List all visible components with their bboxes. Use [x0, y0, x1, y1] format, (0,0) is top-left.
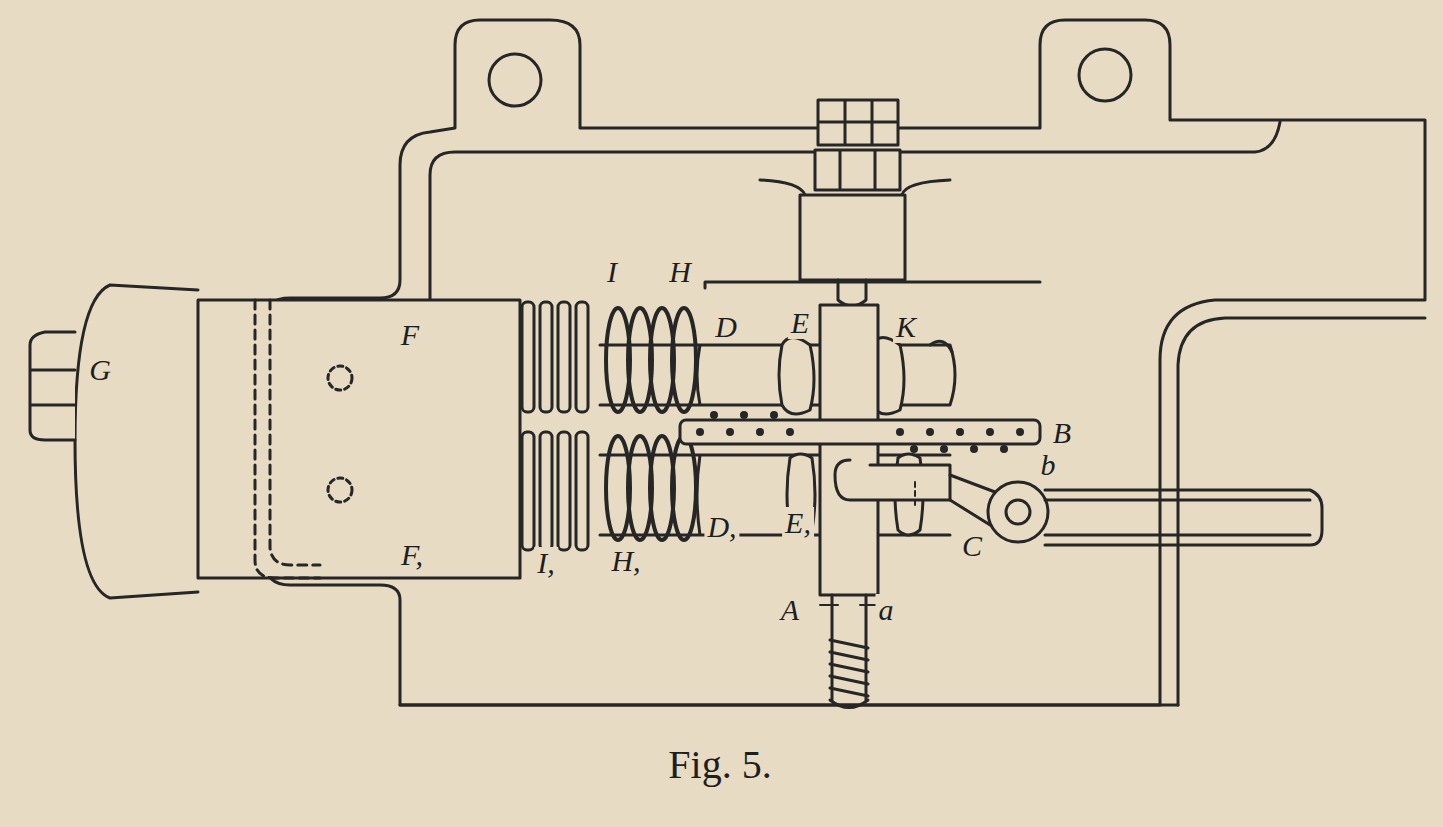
housing-base	[400, 704, 1178, 707]
figure-caption: Fig. 5.	[668, 745, 771, 785]
bearing-block	[800, 195, 905, 280]
lug-hole	[489, 54, 541, 106]
housing-inner-line	[1178, 318, 1425, 705]
lever-pin	[1006, 500, 1030, 524]
lever-eye	[988, 482, 1048, 542]
part-letter: F	[398, 319, 422, 351]
hex-nut	[818, 100, 898, 145]
part-letter: A	[778, 594, 802, 626]
rod	[600, 455, 795, 535]
hidden-bolt	[328, 478, 352, 502]
part-letter: I,	[534, 547, 558, 579]
hex-nut	[815, 150, 900, 190]
toothed-bar	[680, 420, 1040, 444]
lug-hole	[1079, 49, 1131, 101]
part-letter: a	[876, 594, 897, 626]
part-letter: B	[1050, 417, 1074, 449]
hidden-edge	[914, 480, 916, 505]
part-letter: H,	[608, 545, 643, 577]
part-letter: D,	[704, 511, 739, 543]
spindle-tip	[838, 280, 866, 306]
bar-teeth	[696, 411, 1024, 453]
rod	[600, 345, 795, 405]
part-letter: F,	[398, 539, 426, 571]
part-letter: G	[86, 354, 114, 386]
end-cap	[75, 285, 198, 598]
part-letter: E,	[782, 507, 814, 539]
part-letter: K	[893, 311, 919, 343]
block-body	[198, 300, 520, 578]
part-letter: E	[788, 307, 812, 339]
cap-nut	[30, 332, 75, 440]
part-letter: I	[604, 256, 620, 288]
disc-stack	[522, 302, 588, 550]
lever-arm	[835, 460, 950, 500]
housing-inner-line	[430, 122, 1280, 300]
part-letter: b	[1038, 449, 1059, 481]
bearing-line	[705, 282, 1040, 288]
part-letter: H	[666, 256, 694, 288]
hidden-bolt	[328, 366, 352, 390]
section-mark	[820, 604, 878, 606]
hidden-edge	[255, 300, 320, 578]
vertical-shaft	[820, 305, 878, 595]
part-letter: D	[712, 311, 740, 343]
lever-rod	[1045, 490, 1322, 545]
shaft-thread	[830, 640, 868, 708]
part-letter: C	[959, 530, 985, 562]
